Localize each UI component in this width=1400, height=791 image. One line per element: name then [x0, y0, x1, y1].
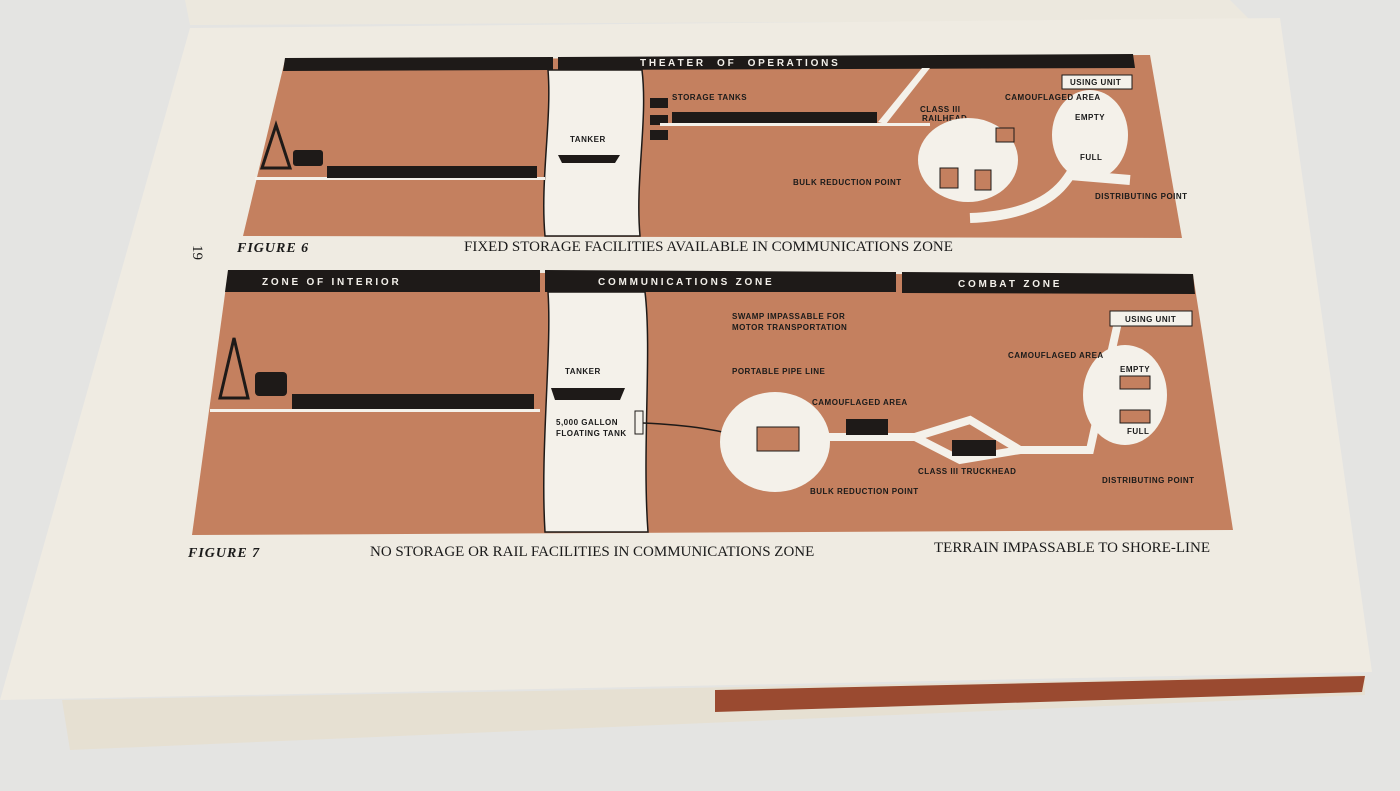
- figure-7-header-combat: [902, 272, 1195, 294]
- train-icon: [327, 166, 537, 178]
- empty-label: EMPTY: [1075, 113, 1105, 122]
- oil-derrick-icon: [259, 120, 293, 170]
- distributing-area-cloud: [1083, 345, 1167, 445]
- portable-pipe-line-label: PORTABLE PIPE LINE: [732, 367, 825, 376]
- figure-7-header-zone-interior: [225, 270, 540, 292]
- distributing-point-label: DISTRIBUTING POINT: [1095, 192, 1188, 201]
- fuel-drums-icon: [939, 167, 959, 189]
- oil-tank-icon: [255, 372, 287, 396]
- camouflaged-area-label: CAMOUFLAGED AREA: [1005, 93, 1101, 102]
- distributing-area-cloud: [1052, 90, 1128, 180]
- camouflaged-area-label-2: CAMOUFLAGED AREA: [1008, 351, 1104, 360]
- communications-zone-header: C O M M U N I C A T I O N S Z O N E: [598, 277, 772, 288]
- tanker-ship-icon: [551, 388, 625, 400]
- figure-7-caption: NO STORAGE OR RAIL FACILITIES IN COMMUNI…: [370, 544, 814, 560]
- railhead-label-1: CLASS III: [920, 105, 961, 114]
- figure-6-water: [543, 69, 645, 237]
- distributing-point-label: DISTRIBUTING POINT: [1102, 476, 1195, 485]
- using-unit-label: USING UNIT: [1070, 78, 1121, 87]
- rail-line: [255, 177, 545, 180]
- camouflaged-area-label-fig7: CAMOUFLAGED AREA: [812, 398, 908, 407]
- truck-icon: [952, 440, 996, 456]
- figure-6-header-left: [283, 57, 553, 71]
- storage-tank-icon: [650, 115, 668, 125]
- bulk-reduction-point-label: BULK REDUCTION POINT: [793, 178, 902, 187]
- truck-icon: [846, 419, 888, 435]
- train-icon: [292, 394, 534, 409]
- figure-7-water: [543, 291, 649, 533]
- road: [969, 169, 1131, 223]
- using-unit-box: [1109, 310, 1193, 327]
- page-number: 19: [189, 245, 205, 260]
- figure-7-diagram: Z O N E O F I N T E R I O R C O M M U N …: [192, 270, 1233, 535]
- empty-label: EMPTY: [1120, 365, 1150, 374]
- railhead-label-2: RAILHEAD: [922, 114, 967, 123]
- rail-line: [660, 123, 930, 126]
- storage-tank-icon: [650, 130, 668, 140]
- tanker-label: TANKER: [565, 367, 601, 376]
- oil-tank-icon: [293, 150, 323, 166]
- figure-6-header-bar: [558, 54, 1135, 70]
- floating-tank-label-1: 5,000 GALLON: [556, 418, 618, 427]
- swamp-label-2: MOTOR TRANSPORTATION: [732, 323, 847, 332]
- floating-tank-label-2: FLOATING TANK: [556, 429, 627, 438]
- truckhead-label: CLASS III TRUCKHEAD: [918, 467, 1016, 476]
- using-unit-label: USING UNIT: [1125, 315, 1176, 324]
- fuel-drums-icon: [756, 426, 800, 452]
- storage-tanks-label: STORAGE TANKS: [672, 93, 747, 102]
- figure-7-caption-right: TERRAIN IMPASSABLE TO SHORE-LINE: [934, 540, 1210, 556]
- cover-edge: [715, 676, 1365, 712]
- tanker-ship-icon: [558, 155, 620, 163]
- figure-6-header: T H E A T E R O F O P E R A T I O N S: [640, 58, 838, 69]
- bulk-reduction-point-label: BULK REDUCTION POINT: [810, 487, 919, 496]
- figure-6-background: [243, 55, 1182, 238]
- fuel-drums-icon: [974, 169, 992, 191]
- using-unit-box: [1061, 74, 1133, 90]
- rail-line: [210, 409, 540, 412]
- swamp-label-1: SWAMP IMPASSABLE FOR: [732, 312, 845, 321]
- zone-of-interior-header: Z O N E O F I N T E R I O R: [262, 277, 399, 288]
- figure-7-header-communications: [545, 270, 896, 292]
- floating-tank-icon: [634, 410, 644, 435]
- figure-6-diagram: T H E A T E R O F O P E R A T I O N S TA…: [243, 54, 1188, 238]
- oil-derrick-icon: [218, 337, 250, 400]
- fuel-drums-icon: [1119, 409, 1151, 424]
- combat-zone-header: C O M B A T Z O N E: [958, 279, 1060, 290]
- tanker-label: TANKER: [570, 135, 606, 144]
- train-icon: [672, 112, 877, 123]
- rail-spur: [878, 68, 930, 124]
- figure-7-background: [192, 272, 1233, 535]
- figure-6-caption: FIXED STORAGE FACILITIES AVAILABLE IN CO…: [464, 239, 953, 255]
- previous-page-edge: [185, 0, 1250, 25]
- figure-7-label: FIGURE 7: [187, 546, 260, 561]
- full-label: FULL: [1127, 427, 1149, 436]
- fuel-drums-icon: [1119, 375, 1151, 390]
- storage-tank-icon: [650, 98, 668, 108]
- full-label: FULL: [1080, 153, 1102, 162]
- fuel-drums-icon: [995, 127, 1015, 143]
- figure-6-label: FIGURE 6: [236, 241, 309, 256]
